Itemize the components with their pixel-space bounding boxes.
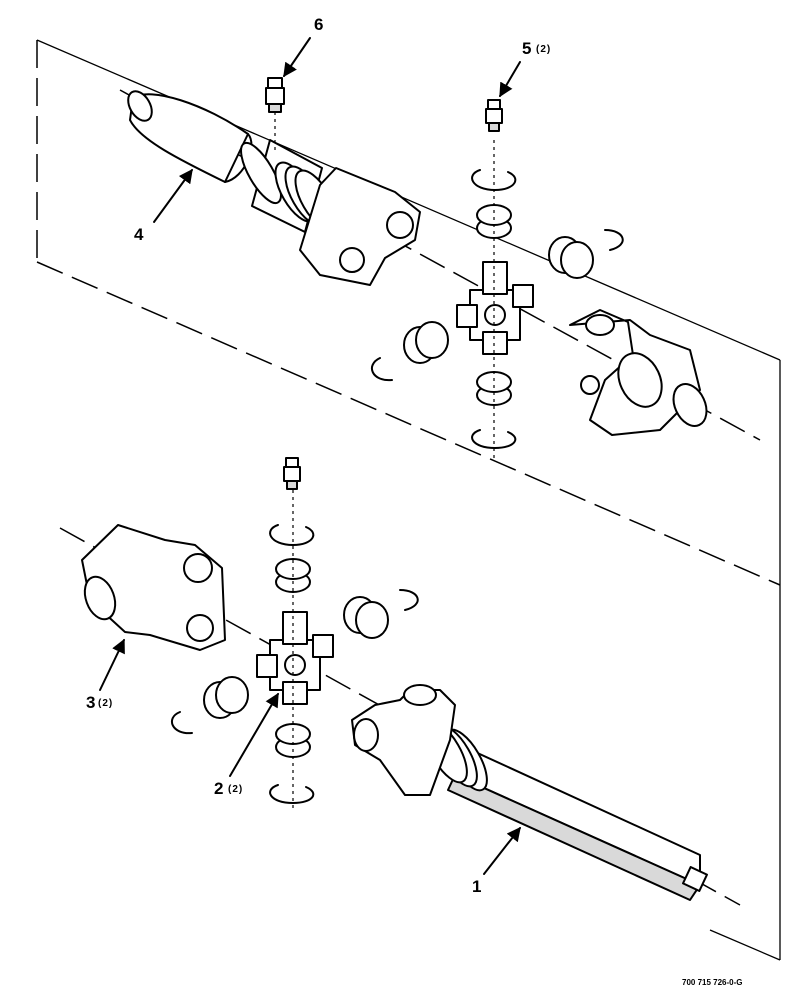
- callout-5-number: 5: [522, 39, 531, 58]
- lower-cross-bearing: [256, 611, 334, 705]
- callout-4: 4: [134, 168, 193, 244]
- upper-inner-yoke: [240, 139, 421, 286]
- part-3-lower-yoke: [81, 524, 226, 651]
- callout-3-qty: (2): [98, 698, 113, 709]
- callout-6: 6: [283, 15, 323, 78]
- lower-snap-rings: [170, 490, 419, 810]
- part-4-guard-tube: [127, 90, 253, 183]
- callout-1-number: 1: [472, 877, 481, 896]
- upper-snap-rings: [370, 140, 624, 460]
- upper-outer-yoke: [569, 309, 708, 436]
- callout-5: 5 (2): [499, 39, 551, 98]
- callout-2-qty: (2): [228, 784, 243, 795]
- upper-cross-bearing: [456, 261, 534, 355]
- callout-3-number: 3: [86, 693, 95, 712]
- callout-3: 3 (2): [86, 638, 125, 712]
- callout-5-qty: (2): [536, 44, 551, 55]
- phantom-plane-outline: [36, 39, 781, 961]
- part-6-grease-fitting: [265, 77, 285, 150]
- callout-2: 2 (2): [214, 692, 279, 798]
- lower-grease-fitting: [283, 457, 301, 490]
- figure-code: 700 715 726-0-G: [682, 978, 743, 987]
- callout-2-number: 2: [214, 779, 223, 798]
- part-1-yoke-shaft: [351, 684, 708, 901]
- callout-4-number: 4: [134, 225, 144, 244]
- callout-1: 1: [472, 826, 521, 896]
- callout-6-number: 6: [314, 15, 323, 34]
- part-5-grease-fitting: [485, 99, 503, 132]
